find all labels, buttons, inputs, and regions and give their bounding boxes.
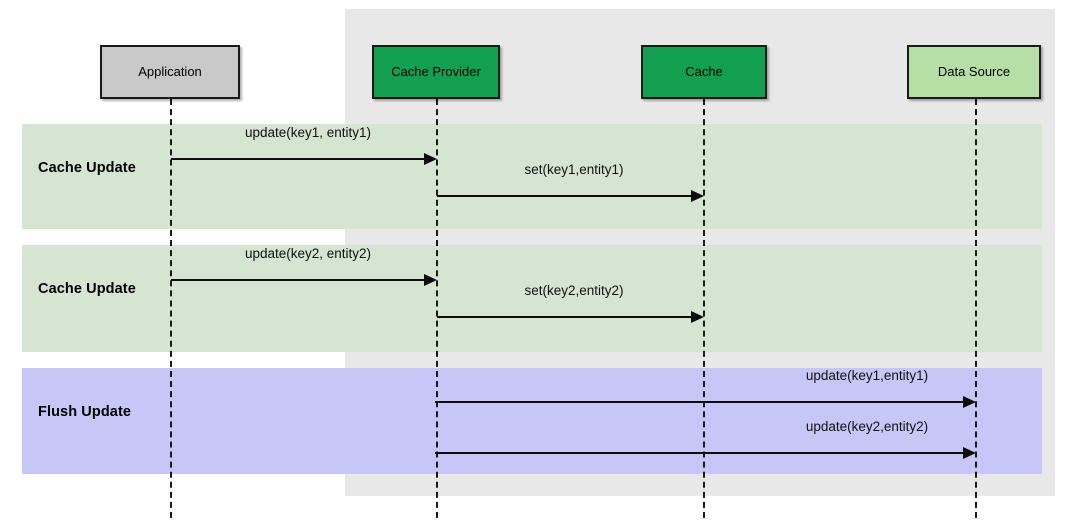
message-line-flush-update-key2-entity2 (435, 452, 965, 454)
message-arrowhead-set-key2-entity2 (691, 311, 704, 323)
actor-box-cache-provider[interactable]: Cache Provider (372, 45, 500, 99)
message-label-set-key1-entity1: set(key1,entity1) (524, 162, 624, 177)
message-arrowhead-flush-update-key1-entity1 (963, 396, 976, 408)
message-line-update-key1-entity1 (171, 158, 426, 160)
band-label-flush-update: Flush Update (38, 404, 132, 420)
band-label-cache-update-1: Cache Update (38, 160, 136, 176)
band-cache-update-1 (22, 124, 1042, 229)
actor-label-cache-provider: Cache Provider (391, 63, 481, 79)
message-line-set-key2-entity2 (437, 316, 693, 318)
message-line-update-key2-entity2 (171, 279, 426, 281)
actor-label-cache: Cache (685, 63, 723, 79)
actor-box-application[interactable]: Application (100, 45, 240, 99)
message-arrowhead-flush-update-key2-entity2 (963, 447, 976, 459)
lifeline-application (170, 99, 172, 518)
actor-box-cache[interactable]: Cache (641, 45, 767, 99)
lifeline-cache (703, 99, 705, 518)
message-label-update-key1-entity1: update(key1, entity1) (244, 125, 372, 140)
message-arrowhead-set-key1-entity1 (691, 190, 704, 202)
message-arrowhead-update-key1-entity1 (424, 153, 437, 165)
actor-box-data-source[interactable]: Data Source (907, 45, 1041, 99)
message-label-flush-update-key2-entity2: update(key2,entity2) (805, 419, 929, 434)
message-label-flush-update-key1-entity1: update(key1,entity1) (805, 368, 929, 383)
band-flush-update (22, 368, 1042, 474)
lifeline-data-source (975, 99, 977, 518)
message-label-set-key2-entity2: set(key2,entity2) (524, 283, 624, 298)
band-cache-update-2 (22, 245, 1042, 352)
message-label-update-key2-entity2: update(key2, entity2) (244, 246, 372, 261)
lifeline-cache-provider (436, 99, 438, 518)
message-arrowhead-update-key2-entity2 (424, 274, 437, 286)
message-line-set-key1-entity1 (437, 195, 693, 197)
message-line-flush-update-key1-entity1 (435, 401, 965, 403)
band-label-cache-update-2: Cache Update (38, 281, 136, 297)
actor-label-application: Application (138, 63, 202, 79)
actor-label-data-source: Data Source (937, 63, 1011, 79)
